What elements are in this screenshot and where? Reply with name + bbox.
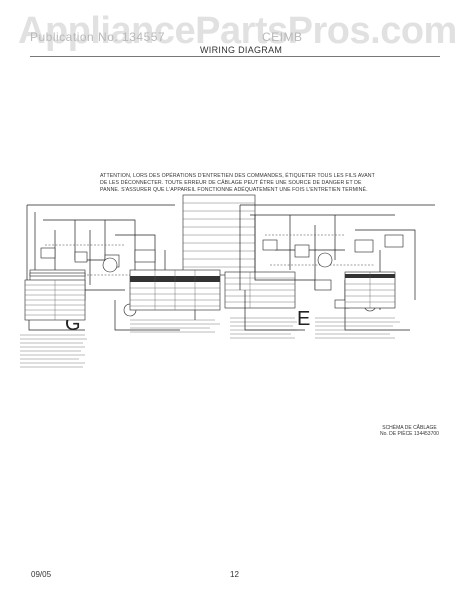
schema-part-number: No. DE PIÈCE 134453700 <box>380 431 439 437</box>
gas-schematic: G <box>20 194 297 368</box>
publication-number: Publication No. 134557 <box>30 30 166 44</box>
page-title: WIRING DIAGRAM <box>200 45 283 55</box>
page-number: 12 <box>230 570 239 579</box>
watermark: AppliancePartsPros.com <box>18 10 457 52</box>
warning-note: ATTENTION, LORS DES OPÉRATIONS D'ENTRETI… <box>100 173 375 193</box>
electric-schematic: E <box>239 204 435 339</box>
panel-label-electric: E <box>297 308 310 330</box>
wiring-diagram: G E <box>20 194 435 368</box>
schema-caption: SCHÉMA DE CÂBLAGE No. DE PIÈCE 134453700 <box>380 425 439 437</box>
footer-date: 09/05 <box>31 570 52 579</box>
schema-title: SCHÉMA DE CÂBLAGE <box>382 425 437 431</box>
model-number: CEIMB <box>262 30 303 44</box>
header-divider <box>30 56 440 57</box>
